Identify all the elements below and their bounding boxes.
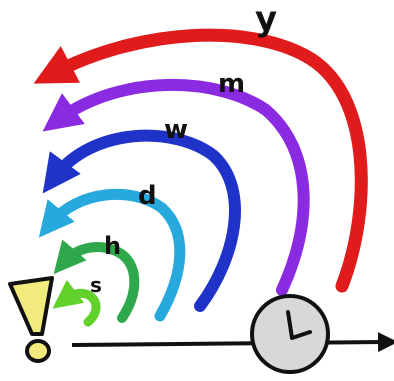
arc-days — [38, 188, 186, 322]
arc-months — [42, 79, 310, 296]
arc-seconds — [52, 279, 101, 327]
arc-weeks — [42, 129, 241, 312]
label-s: s — [90, 273, 102, 297]
label-m: m — [218, 69, 245, 99]
exclamation-icon — [8, 276, 54, 363]
arc-years — [33, 28, 368, 293]
timeline-line — [71, 332, 394, 353]
label-w: w — [164, 115, 188, 145]
arc-hours — [53, 239, 140, 323]
label-d: d — [138, 181, 157, 211]
clock-icon — [250, 294, 330, 374]
label-y: y — [255, 0, 277, 39]
label-h: h — [104, 232, 121, 260]
